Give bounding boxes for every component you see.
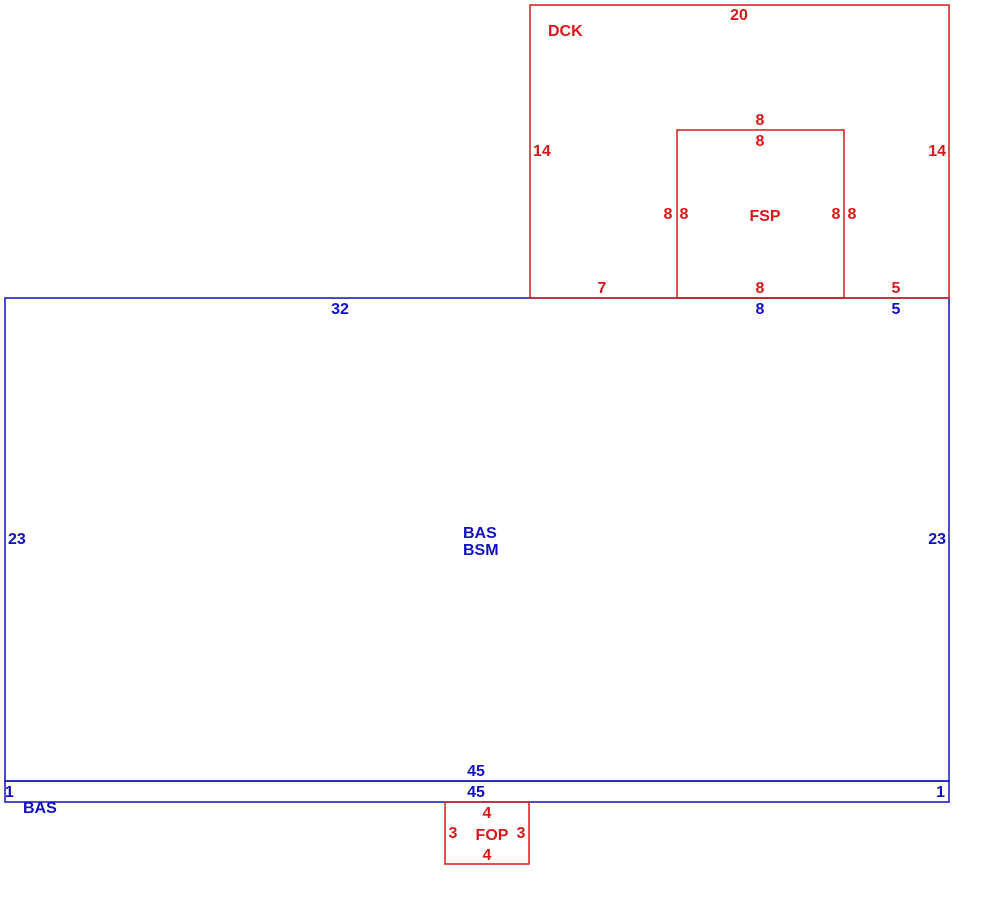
dck-left-dim: 14 [533, 143, 551, 160]
bas-main-right-dim: 23 [928, 531, 946, 548]
fsp-left-outer-dim: 8 [664, 206, 673, 223]
fsp-right-outer-dim: 8 [848, 206, 857, 223]
fsp-top-outer-dim: 8 [756, 112, 765, 129]
dck-outline [529, 4, 950, 299]
bas-strip-left-dim: 1 [5, 784, 14, 801]
bas-main-top-left-dim: 32 [331, 301, 349, 318]
bas-main-sub-code: BSM [463, 542, 499, 559]
fsp-outline [676, 129, 845, 299]
fop-right-dim: 3 [517, 825, 526, 842]
bas-main-bottom-dim: 45 [467, 763, 485, 780]
bas-strip-top-dim: 45 [467, 784, 485, 801]
bas-strip-right-dim: 1 [936, 784, 945, 801]
fop-left-dim: 3 [449, 825, 458, 842]
fsp-left-inner-dim: 8 [680, 206, 689, 223]
fop-code: FOP [476, 827, 509, 844]
dck-bottom-right-dim: 5 [892, 280, 901, 297]
dck-top-dim: 20 [730, 7, 748, 24]
dck-bottom-mid-dim: 8 [756, 280, 765, 297]
bas-main-code: BAS [463, 525, 497, 542]
fop-bottom-dim: 4 [483, 847, 492, 864]
bas-main-top-mid-dim: 8 [756, 301, 765, 318]
fsp-top-inner-dim: 8 [756, 133, 765, 150]
dck-code: DCK [548, 23, 583, 40]
fsp-code: FSP [749, 208, 780, 225]
fop-outline [444, 801, 530, 865]
bas-main-top-right-dim: 5 [892, 301, 901, 318]
dck-bottom-left-dim: 7 [598, 280, 607, 297]
bas-strip-code: BAS [23, 800, 57, 817]
fop-top-dim: 4 [483, 805, 492, 822]
fsp-right-inner-dim: 8 [832, 206, 841, 223]
dck-right-dim: 14 [928, 143, 946, 160]
bas-main-left-dim: 23 [8, 531, 26, 548]
